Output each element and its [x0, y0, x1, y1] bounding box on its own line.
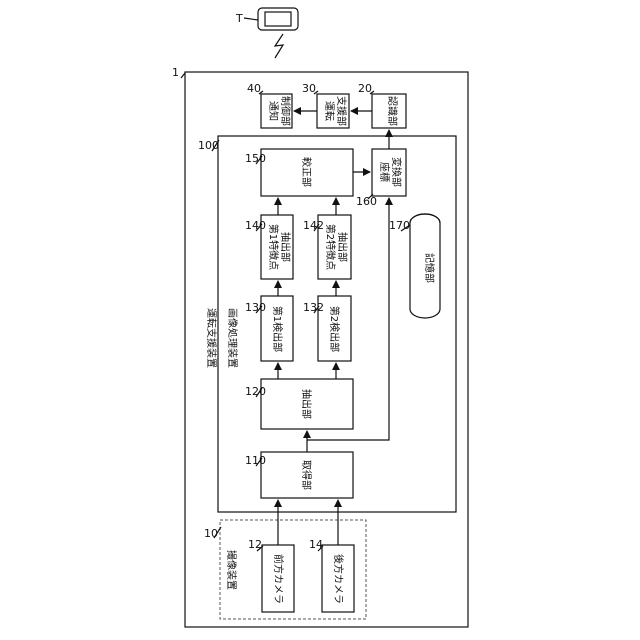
label-front-camera: 前方カメラ: [272, 554, 285, 604]
label-driving-support-line1: 運転: [323, 101, 335, 121]
label-coord-line1: 座標: [378, 162, 391, 182]
label-first-feature-line2: 抽出部: [279, 232, 292, 262]
label-recognition: 認識部: [386, 96, 399, 126]
ref-system: 1: [172, 66, 179, 79]
ref-driving-support: 30: [302, 82, 316, 95]
ref-first-detection: 130: [245, 301, 266, 314]
wireless-signal-icon: [275, 34, 283, 58]
ref-coord: 160: [356, 195, 377, 208]
ref-second-detection: 132: [303, 301, 324, 314]
ref-rear-camera: 14: [309, 538, 323, 551]
ref-recognition: 20: [358, 82, 372, 95]
label-storage: 記憶部: [423, 253, 436, 283]
ref-storage: 170: [389, 219, 410, 232]
ref-acquisition: 110: [245, 454, 266, 467]
ref-capture-unit: 10: [204, 527, 218, 540]
label-notification-line2: 制御部: [279, 96, 292, 126]
ref-calibration: 150: [245, 152, 266, 165]
leader-terminal: [244, 18, 258, 20]
label-second-detection: 第2検出部: [328, 306, 341, 352]
ref-second-feature: 142: [303, 219, 324, 232]
label-coord-line2: 変換部: [390, 157, 403, 187]
label-second-feature-line1: 第2特徴点: [324, 224, 337, 270]
label-notification-line1: 通知: [267, 101, 280, 121]
label-calibration: 較正部: [300, 157, 313, 187]
label-capture-unit: 撮像装置: [225, 550, 238, 590]
label-extraction: 抽出部: [300, 389, 313, 419]
label-system: 運転支援装置: [205, 308, 218, 368]
label-acquisition: 取得部: [300, 460, 313, 490]
terminal-ref: T: [235, 12, 243, 25]
label-image-processor: 画像処理装置: [226, 308, 239, 368]
label-driving-support-line2: 支援部: [335, 96, 348, 126]
label-first-detection: 第1検出部: [271, 306, 284, 352]
label-first-feature-line1: 第1特徴点: [267, 224, 280, 270]
label-rear-camera: 後方カメラ: [332, 554, 345, 604]
ref-extraction: 120: [245, 385, 266, 398]
ref-notification: 40: [247, 82, 261, 95]
label-second-feature-line2: 抽出部: [336, 232, 349, 262]
terminal-device-icon: [258, 8, 298, 30]
ref-first-feature: 140: [245, 219, 266, 232]
